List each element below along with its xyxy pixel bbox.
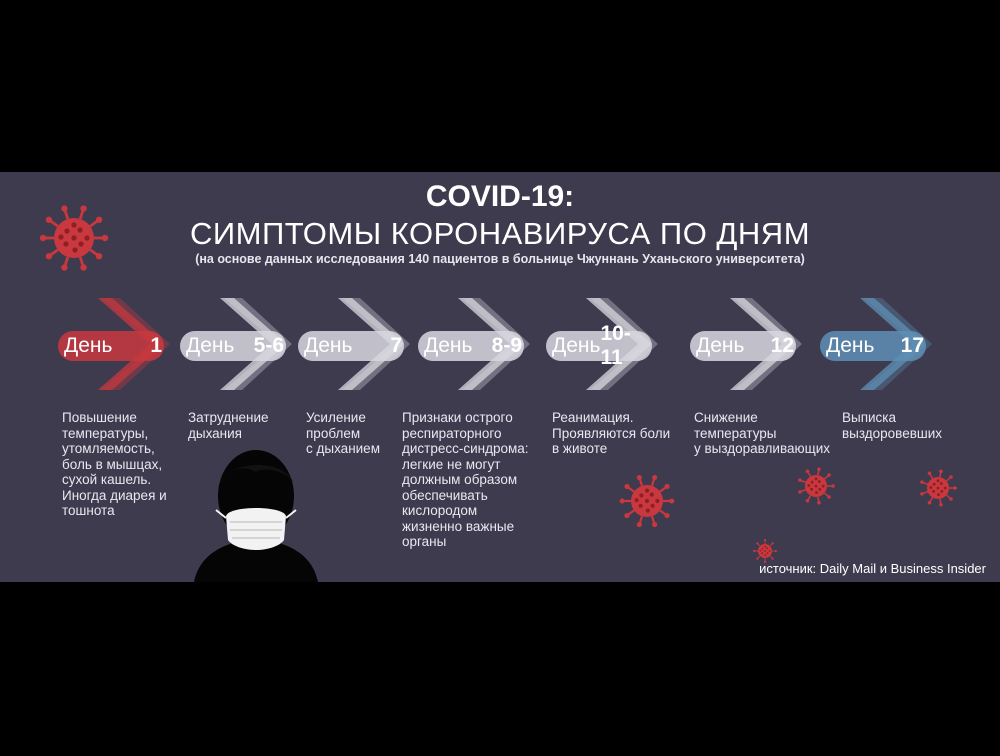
day-number: 10-11 <box>600 322 631 369</box>
day-number: 7 <box>390 334 402 357</box>
day-number: 1 <box>150 334 162 357</box>
day-label: День <box>186 334 235 357</box>
day-description: Реанимация. Проявляются боли в животе <box>552 410 671 456</box>
day-label: День <box>552 334 601 357</box>
arrow-chevron-icon <box>180 298 292 390</box>
day-description: Снижение температуры у выздоравливающих <box>694 410 831 456</box>
page-note: (на основе данных исследования 140 пацие… <box>195 252 805 266</box>
day-description: Усиление проблем с дыханием <box>306 410 380 456</box>
day-label: День <box>424 334 473 357</box>
day-step-6: День 12 <box>690 294 802 394</box>
day-label: День <box>304 334 353 357</box>
virus-icon <box>798 467 835 505</box>
virus-icon <box>39 205 109 271</box>
day-number: 8-9 <box>491 334 522 357</box>
day-label: День <box>64 334 113 357</box>
day-pill: День 7 <box>298 332 410 360</box>
page-subtitle: СИМПТОМЫ КОРОНАВИРУСА ПО ДНЯМ <box>189 216 811 251</box>
day-number: 12 <box>770 334 794 357</box>
infographic-panel: COVID-19: СИМПТОМЫ КОРОНАВИРУСА ПО ДНЯМ … <box>0 172 1000 582</box>
masked-person-icon <box>194 450 318 582</box>
day-description: Признаки острого респираторного дистресс… <box>402 410 529 549</box>
day-description: Повышение температуры, утомляемость, бол… <box>62 410 167 518</box>
arrow-chevron-icon <box>820 298 932 390</box>
virus-icon <box>619 474 675 528</box>
day-label: День <box>696 334 745 357</box>
page-title: COVID-19: <box>425 180 575 213</box>
day-step-1: День 1 <box>58 294 170 394</box>
arrow-chevron-icon <box>58 298 170 390</box>
day-pill: День 5-6 <box>180 332 292 360</box>
arrow-chevron-icon <box>690 298 802 390</box>
arrow-chevron-icon <box>418 298 530 390</box>
day-step-3: День 7 <box>298 294 410 394</box>
virus-icon <box>753 539 777 563</box>
virus-icon <box>920 469 957 507</box>
source-caption: источник: Daily Mail и Business Insider <box>759 561 986 576</box>
arrow-chevron-icon <box>298 298 410 390</box>
day-pill: День 12 <box>690 332 802 360</box>
day-pill: День 17 <box>820 332 932 360</box>
day-label: День <box>826 334 875 357</box>
day-step-2: День 5-6 <box>180 294 292 394</box>
day-pill: День 1 <box>58 332 170 360</box>
day-step-4: День 8-9 <box>418 294 530 394</box>
day-pill: День 8-9 <box>418 332 530 360</box>
arrow-chevron-icon <box>546 298 658 390</box>
day-description: Затруднение дыхания <box>188 410 269 441</box>
day-number: 5-6 <box>253 334 284 357</box>
day-description: Выписка выздоровевших <box>842 410 942 441</box>
day-step-7: День 17 <box>820 294 932 394</box>
day-number: 17 <box>900 334 924 357</box>
